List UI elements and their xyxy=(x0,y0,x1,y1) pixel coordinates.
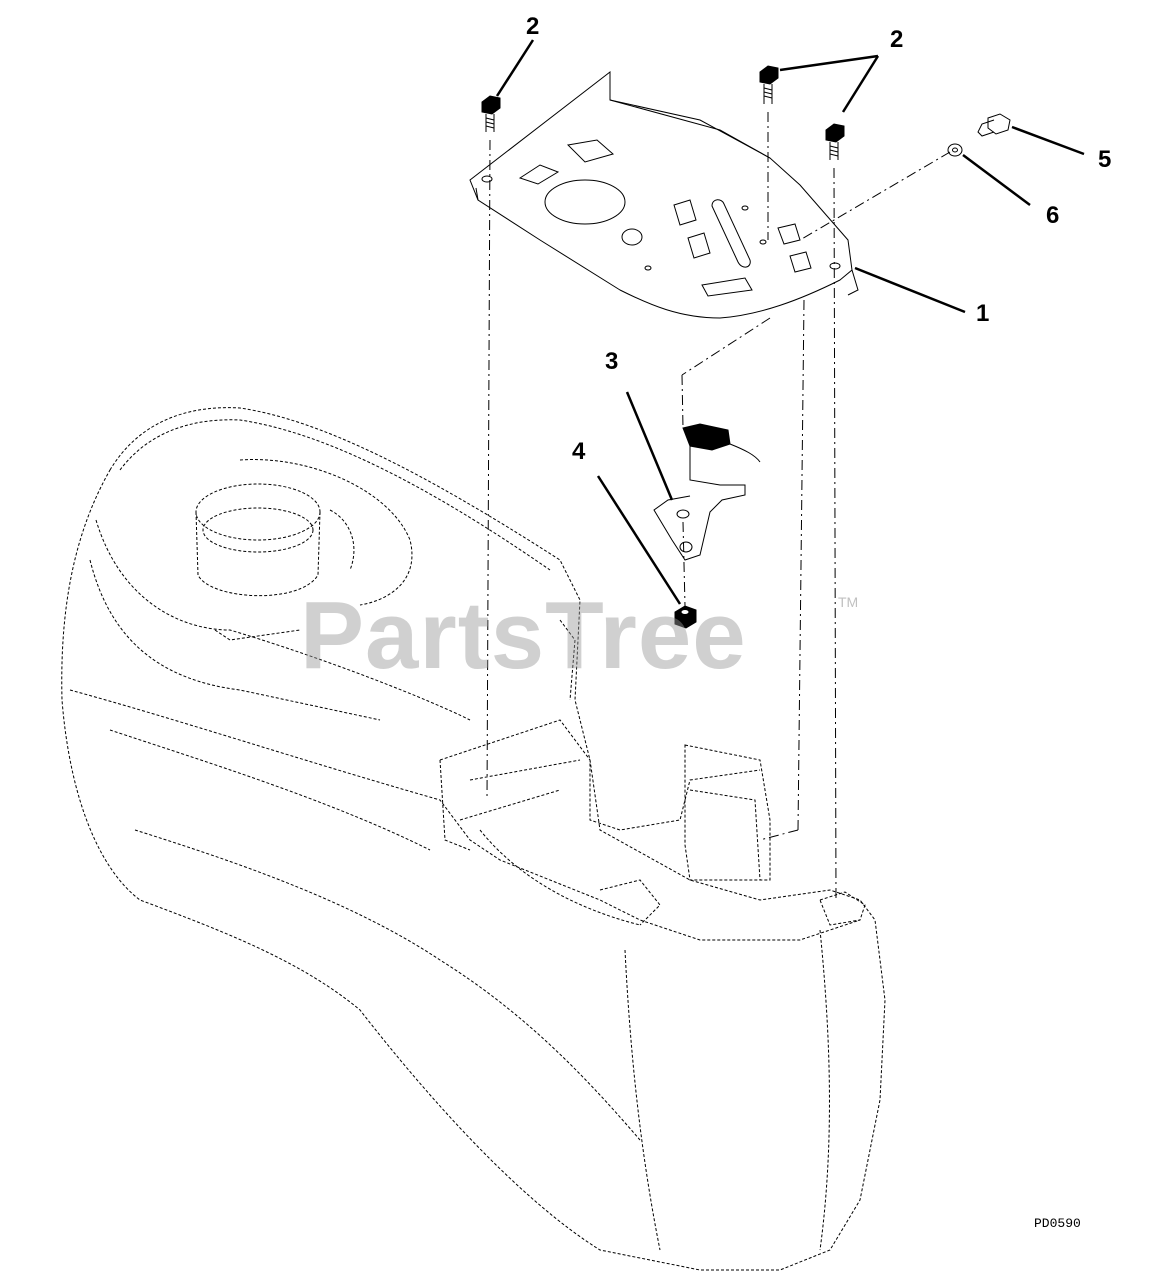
callout-2-left: 2 xyxy=(526,13,540,40)
bolt-right xyxy=(825,123,845,160)
fuel-tank xyxy=(61,407,886,1271)
bolt-left xyxy=(481,95,501,132)
callout-4: 4 xyxy=(572,438,586,465)
callout-6: 6 xyxy=(1046,202,1060,229)
assembly-lines xyxy=(486,112,951,901)
leader-lines xyxy=(495,39,1085,605)
bracket xyxy=(653,423,761,561)
callout-2-right: 2 xyxy=(890,26,904,53)
bolt-middle xyxy=(759,65,779,104)
nut xyxy=(674,605,697,629)
watermark-tm: TM xyxy=(838,594,859,610)
screw xyxy=(977,113,1011,137)
callout-5: 5 xyxy=(1098,146,1112,173)
callout-1: 1 xyxy=(976,300,990,327)
washer xyxy=(947,143,963,157)
callout-3: 3 xyxy=(605,348,619,375)
mounting-plate xyxy=(469,70,859,319)
drawing-code: PD0590 xyxy=(1034,1216,1081,1231)
watermark-logo: PartsTree xyxy=(300,582,747,689)
